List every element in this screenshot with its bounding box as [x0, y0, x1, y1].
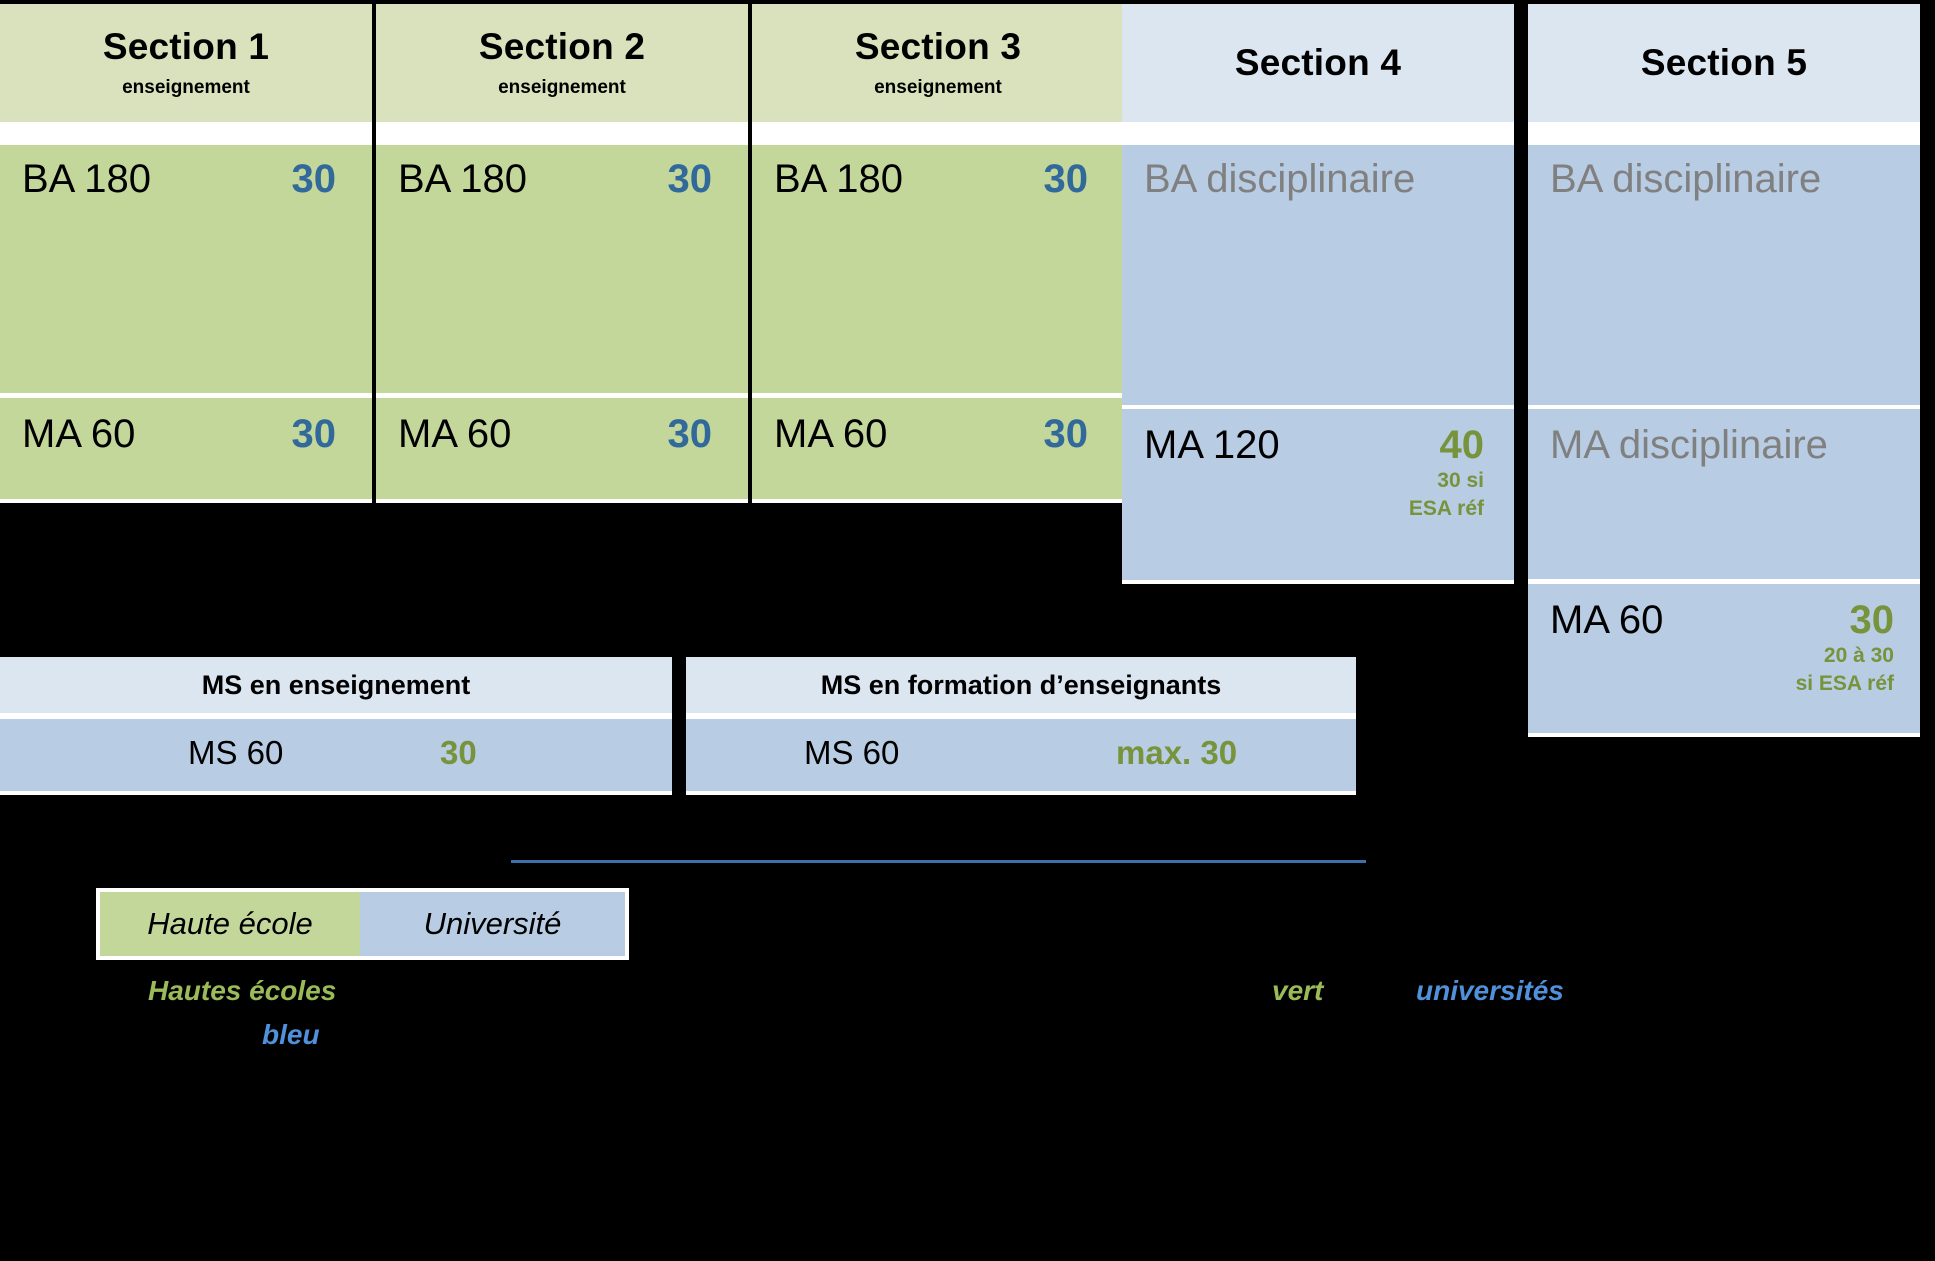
ms-block-formation-enseignants: MS en formation d’enseignants MS 60 max.… — [686, 657, 1356, 795]
section-title: Section 5 — [1640, 42, 1808, 83]
program-label: MA 60 — [398, 412, 512, 456]
ms-row-value: 30 — [440, 734, 477, 771]
section-header-5: Section 5 — [1528, 4, 1920, 122]
ms-block-enseignement: MS en enseignement MS 60 30 — [0, 657, 672, 795]
credits-value: 30 — [291, 157, 337, 201]
credits-value: 40 — [1439, 423, 1485, 467]
section-subtitle: enseignement — [122, 77, 250, 98]
ms-row[interactable]: MS 60 30 — [0, 719, 672, 791]
program-label: BA 180 — [774, 157, 904, 201]
credits-value: 30 — [291, 412, 337, 456]
section-column-3: Section 3 enseignement BA 180 30 MA 60 3… — [752, 4, 1124, 503]
credits-value: 30 — [1043, 412, 1089, 456]
section-title: Section 1 — [102, 26, 270, 67]
program-cell-ma60[interactable]: MA 60 30 20 à 30 si ESA réf — [1528, 584, 1920, 733]
program-cell-ba[interactable]: BA disciplinaire — [1528, 145, 1920, 405]
legend-label-universite: Université — [423, 906, 562, 941]
section-title: Section 3 — [854, 26, 1022, 67]
program-cell-ma[interactable]: MA 60 30 — [752, 398, 1124, 499]
section-column-2: Section 2 enseignement BA 180 30 MA 60 3… — [376, 4, 748, 503]
program-label: MA 60 — [774, 412, 888, 456]
separator-rule — [511, 860, 1366, 863]
program-cell-ba[interactable]: BA 180 30 — [376, 145, 748, 393]
section-subtitle: enseignement — [498, 77, 626, 98]
section-title: Section 4 — [1234, 42, 1402, 83]
program-label: MA 120 — [1144, 423, 1280, 467]
program-label: MA 60 — [22, 412, 136, 456]
program-cell-ba[interactable]: BA 180 30 — [0, 145, 372, 393]
section-title: Section 2 — [478, 26, 646, 67]
credits-note-line-2: ESA réf — [1408, 497, 1484, 520]
program-credits: 30 — [668, 157, 713, 201]
program-cell-ma[interactable]: MA 60 30 — [376, 398, 748, 499]
ms-row-label: MS 60 — [188, 734, 284, 771]
section-column-5: Section 5 BA disciplinaire MA disciplina… — [1528, 4, 1920, 737]
section-subtitle: enseignement — [874, 77, 1002, 98]
note-universites: universités — [1416, 975, 1564, 1006]
program-credits: 30 — [1044, 412, 1089, 456]
program-label: BA disciplinaire — [1144, 157, 1416, 201]
legend-label-haute-ecole: Haute école — [147, 906, 313, 941]
credits-value: 30 — [667, 412, 713, 456]
ms-block-title: MS en formation d’enseignants — [686, 657, 1356, 713]
program-label: MA 60 — [1550, 598, 1664, 642]
program-label: MA disciplinaire — [1550, 423, 1828, 467]
section-header-1: Section 1 enseignement — [0, 4, 372, 122]
legend: Haute école Université — [96, 888, 629, 960]
legend-swatch-haute-ecole: Haute école — [100, 892, 360, 956]
section-column-4: Section 4 BA disciplinaire MA 120 40 30 … — [1122, 4, 1514, 584]
credits-value: 30 — [1849, 598, 1895, 642]
program-credits: 30 20 à 30 si ESA réf — [1796, 598, 1894, 698]
program-cell-ma-disciplinaire[interactable]: MA disciplinaire — [1528, 409, 1920, 579]
ms-row-value: max. 30 — [1116, 734, 1238, 771]
credits-note-line-1: 30 si — [1437, 469, 1484, 492]
program-cell-ma[interactable]: MA 120 40 30 si ESA réf — [1122, 409, 1514, 580]
section-column-1: Section 1 enseignement BA 180 30 MA 60 3… — [0, 4, 372, 503]
program-cell-ba[interactable]: BA disciplinaire — [1122, 145, 1514, 405]
program-label: BA 180 — [398, 157, 528, 201]
credits-note-line-1: 20 à 30 — [1823, 644, 1894, 667]
program-label: BA 180 — [22, 157, 152, 201]
credits-note-line-2: si ESA réf — [1795, 672, 1894, 695]
program-cell-ba[interactable]: BA 180 30 — [752, 145, 1124, 393]
program-credits: 30 — [1044, 157, 1089, 201]
section-header-3: Section 3 enseignement — [752, 4, 1124, 122]
program-label: BA disciplinaire — [1550, 157, 1822, 201]
note-hautes-ecoles: Hautes écoles — [148, 975, 337, 1006]
note-vert: vert — [1272, 975, 1324, 1006]
note-bleu: bleu — [262, 1019, 320, 1050]
credits-value: 30 — [1043, 157, 1089, 201]
program-credits: 30 — [292, 412, 337, 456]
program-cell-ma[interactable]: MA 60 30 — [0, 398, 372, 499]
program-credits: 30 — [668, 412, 713, 456]
section-header-2: Section 2 enseignement — [376, 4, 748, 122]
section-header-4: Section 4 — [1122, 4, 1514, 122]
ms-row[interactable]: MS 60 max. 30 — [686, 719, 1356, 791]
ms-block-title: MS en enseignement — [0, 657, 672, 713]
program-credits: 30 — [292, 157, 337, 201]
program-credits: 40 30 si ESA réf — [1409, 423, 1484, 523]
legend-swatch-universite: Université — [360, 892, 625, 956]
credits-value: 30 — [667, 157, 713, 201]
ms-row-label: MS 60 — [804, 734, 900, 771]
